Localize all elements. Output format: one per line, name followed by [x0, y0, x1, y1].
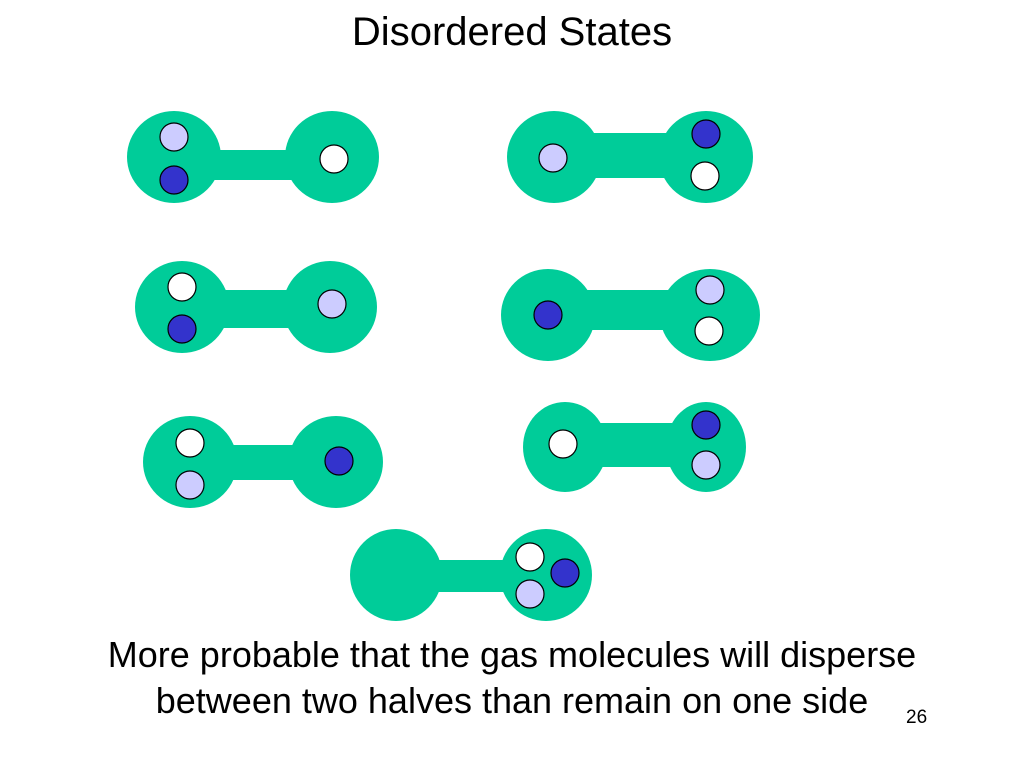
connecting-tube [554, 133, 706, 178]
slide-number: 26 [906, 707, 928, 728]
molecule-light [159, 122, 189, 152]
molecule-dark [159, 165, 189, 195]
flask-5 [143, 416, 383, 508]
flask-6 [523, 402, 746, 492]
slide-title: Disordered States [351, 10, 673, 54]
molecule-light [695, 275, 725, 305]
molecule-dark [550, 558, 580, 588]
flask-3 [135, 261, 377, 353]
flask-7 [350, 529, 592, 621]
molecule-white [175, 428, 205, 458]
molecule-dark [533, 300, 563, 330]
connecting-tube [190, 445, 336, 480]
slide-caption: More probable that the gas molecules wil… [40, 632, 984, 724]
molecule-white [690, 161, 720, 191]
flask-1 [127, 111, 379, 203]
molecule-light [538, 143, 568, 173]
molecule-dark [324, 446, 354, 476]
molecule-dark [691, 119, 721, 149]
molecule-white [167, 272, 197, 302]
connecting-tube [548, 290, 710, 330]
molecule-light [515, 579, 545, 609]
connecting-tube [174, 150, 332, 180]
connecting-tube [182, 290, 330, 328]
molecule-white [515, 542, 545, 572]
molecule-dark [691, 410, 721, 440]
molecule-white [548, 429, 578, 459]
connecting-tube [565, 423, 706, 467]
molecule-white [694, 316, 724, 346]
molecule-dark [167, 314, 197, 344]
molecule-light [175, 470, 205, 500]
molecule-light [317, 289, 347, 319]
flask-2 [507, 111, 753, 203]
flask-4 [501, 269, 760, 361]
molecule-light [691, 450, 721, 480]
caption-line-1: More probable that the gas molecules wil… [107, 634, 917, 675]
molecule-white [319, 144, 349, 174]
caption-line-2: between two halves than remain on one si… [155, 680, 869, 721]
